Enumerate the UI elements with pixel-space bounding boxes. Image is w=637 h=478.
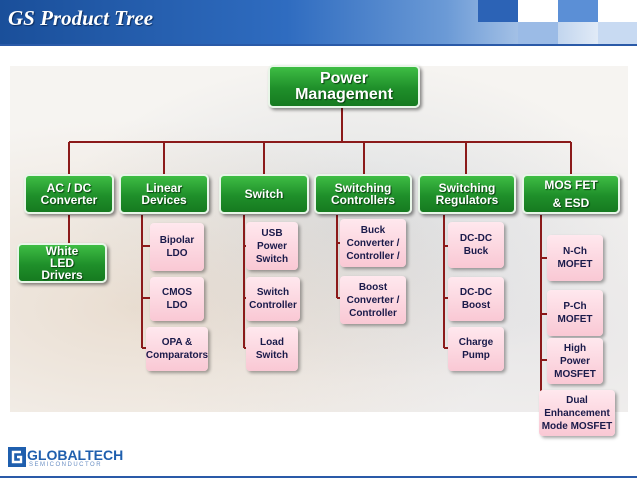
- category-label: Linear Devices: [141, 181, 187, 207]
- category-node-mos-fet-esd: MOS FET & ESD: [522, 174, 620, 214]
- leaf-node-cmos-ldo: CMOS LDO: [150, 277, 204, 321]
- leaf-label: Load Switch: [255, 337, 289, 361]
- leaf-node-dual-enhancement-mosfet: Dual Enhancement Mode MOSFET: [539, 390, 615, 436]
- leaf-node-dc-dc-boost: DC-DC Boost: [448, 277, 504, 321]
- category-node-switching-regulators: Switching Regulators: [418, 174, 516, 214]
- leaf-label: Dual Enhancement Mode MOSFET: [541, 394, 613, 432]
- category-label: Switching Controllers: [330, 181, 395, 207]
- leaf-node-switch-controller: Switch Controller: [246, 277, 300, 321]
- leaf-label: Switch Controller: [249, 287, 297, 311]
- leaf-node-n-ch-mofet: N-Ch MOFET: [547, 235, 603, 281]
- leaf-node-dc-dc-buck: DC-DC Buck: [448, 222, 504, 268]
- leaf-node-p-ch-mofet: P-Ch MOFET: [547, 290, 603, 336]
- header-square: [518, 22, 558, 44]
- category-node-switch: Switch: [219, 174, 309, 214]
- globaltech-logo-icon: [8, 447, 26, 467]
- leaf-node-usb-power-switch: USB Power Switch: [246, 222, 298, 270]
- category-label: Switching Regulators: [435, 181, 499, 207]
- background-image: [10, 66, 628, 412]
- leaf-label: Bipolar LDO: [159, 235, 195, 259]
- header-square: [598, 22, 637, 44]
- header-square: [478, 0, 518, 22]
- header-divider: [0, 44, 637, 46]
- leaf-node-bipolar-ldo: Bipolar LDO: [150, 223, 204, 271]
- page-title: GS Product Tree: [8, 6, 154, 30]
- leaf-node-white-led-drivers: White LED Drivers: [17, 243, 107, 283]
- category-label: Switch: [244, 187, 284, 201]
- leaf-label: USB Power Switch: [255, 227, 289, 265]
- leaf-node-buck-converter-controller: Buck Converter / Controller /: [340, 219, 406, 267]
- category-node-switching-controllers: Switching Controllers: [314, 174, 412, 214]
- leaf-label: N-Ch MOFET: [557, 246, 593, 270]
- leaf-label: White LED Drivers: [41, 244, 83, 282]
- footer-line: [0, 476, 637, 478]
- leaf-node-opa-comparators: OPA & Comparators: [146, 327, 208, 371]
- logo-name: GLOBALTECH: [27, 447, 124, 463]
- leaf-label: DC-DC Boost: [459, 287, 493, 311]
- root-node-label: Power Management: [295, 69, 393, 103]
- header-square: [518, 0, 558, 22]
- leaf-label: Buck Converter / Controller /: [346, 224, 400, 262]
- leaf-node-load-switch: Load Switch: [246, 327, 298, 371]
- leaf-label: High Power MOSFET: [554, 342, 596, 380]
- leaf-label: P-Ch MOFET: [557, 301, 593, 325]
- leaf-node-boost-converter-controller: Boost Converter / Controller: [340, 276, 406, 324]
- leaf-label: OPA & Comparators: [145, 337, 209, 361]
- root-node: Power Management: [268, 65, 420, 108]
- leaf-label: DC-DC Buck: [459, 233, 493, 257]
- leaf-label: CMOS LDO: [162, 287, 192, 311]
- header-square: [598, 0, 637, 22]
- leaf-label: Charge Pump: [458, 337, 494, 361]
- category-label: MOS FET & ESD: [544, 178, 598, 210]
- category-node-linear-devices: Linear Devices: [119, 174, 209, 214]
- header-square: [558, 0, 598, 22]
- leaf-node-high-power-mosfet: High Power MOSFET: [547, 338, 603, 384]
- logo-subtitle: SEMICONDUCTOR: [29, 462, 103, 468]
- leaf-node-charge-pump: Charge Pump: [448, 327, 504, 371]
- category-label: AC / DC Converter: [40, 181, 98, 207]
- category-node-ac-dc-converter: AC / DC Converter: [24, 174, 114, 214]
- leaf-label: Boost Converter / Controller: [346, 281, 400, 319]
